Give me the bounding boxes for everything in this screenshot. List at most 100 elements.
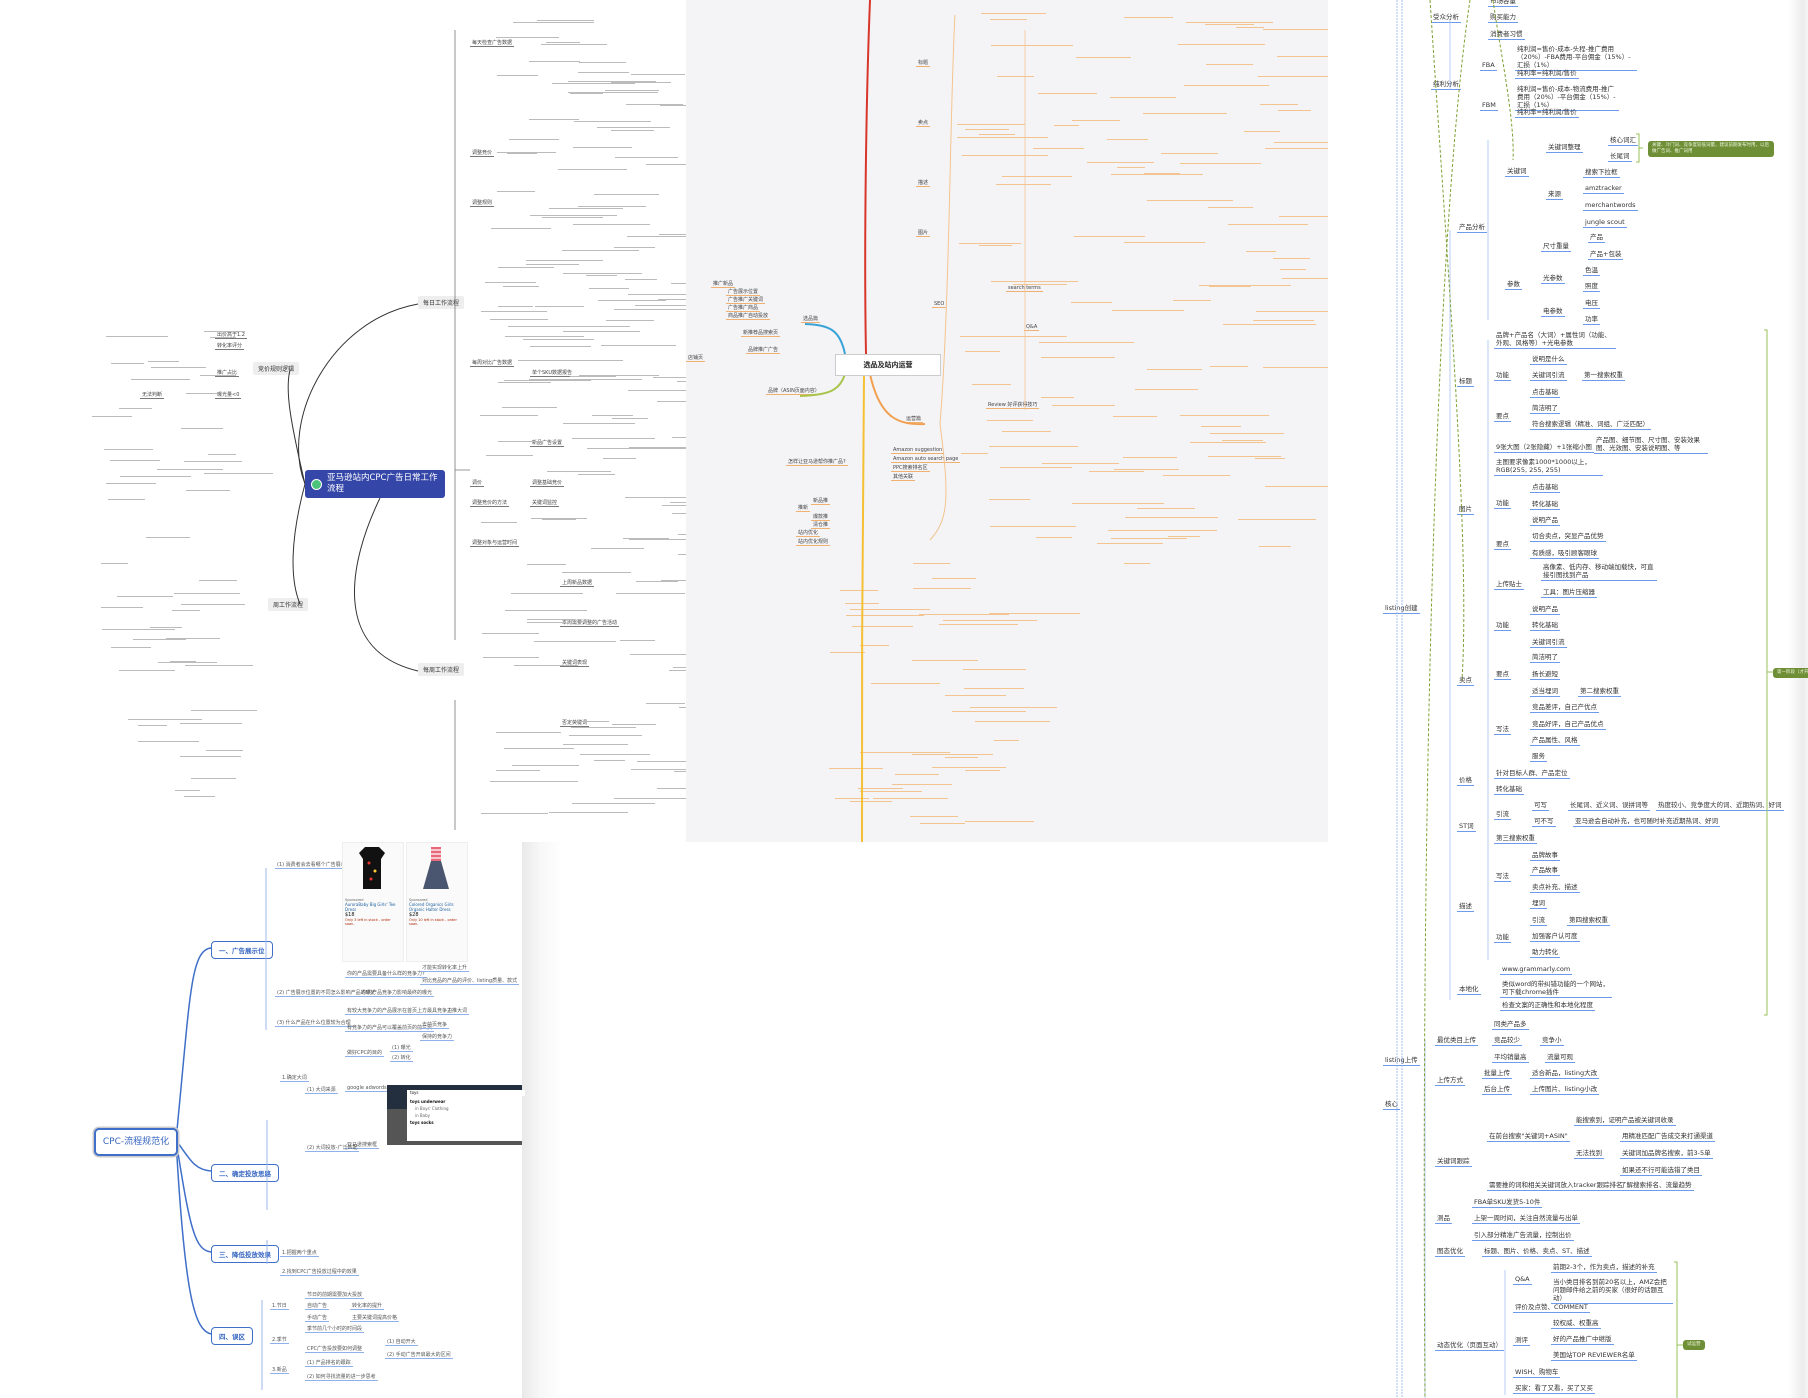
mindmap-node[interactable]: 去前页竞争 xyxy=(420,1022,450,1029)
mindmap-node[interactable]: 第四搜索权重 xyxy=(1567,916,1610,926)
branch-node[interactable]: 一、广告展示位 xyxy=(211,941,273,959)
search-input[interactable]: toys xyxy=(407,1090,525,1096)
mindmap-node[interactable]: FBA单SKU发货5-10件 xyxy=(1472,1198,1543,1208)
mindmap-node[interactable]: WISH、购物车 xyxy=(1513,1368,1561,1378)
mindmap-node[interactable]: 调价 xyxy=(470,480,485,487)
mindmap-node[interactable]: 要点 xyxy=(1494,540,1511,550)
mindmap-node[interactable]: 季节前几个小时的时间段 xyxy=(305,1326,365,1333)
mindmap-node[interactable]: 关键词加品牌名搜索，前3-5单 xyxy=(1620,1149,1713,1159)
mindmap-node[interactable]: Amazon auto search page xyxy=(891,456,961,463)
mindmap-node[interactable]: 扬长避短 xyxy=(1530,670,1560,680)
mindmap-node[interactable]: 市场容量 xyxy=(1488,0,1518,7)
mindmap-node[interactable]: 关键词监控 xyxy=(530,500,560,507)
mindmap-node[interactable]: FBA xyxy=(1480,61,1497,71)
mindmap-node[interactable]: 引入部分精准广告流量，控制出价 xyxy=(1472,1231,1574,1241)
root-node-cpc-process[interactable]: CPC-流程规范化 xyxy=(94,1128,178,1156)
mindmap-node[interactable]: 后台上传 xyxy=(1482,1085,1512,1095)
mindmap-node[interactable]: 无法找到 xyxy=(1574,1149,1604,1159)
product-card[interactable]: Sponsored Colored Organics Girls Organic… xyxy=(406,842,468,962)
mindmap-node[interactable]: 标题 xyxy=(1457,377,1474,387)
product-title-link[interactable]: AuroraBaby Big Girls' Tee Dress xyxy=(345,902,396,912)
mindmap-node[interactable]: 9张大图（2张隐藏）+1张缩小图 xyxy=(1494,443,1594,453)
mindmap-node[interactable]: 关键词跟踪 xyxy=(1435,1157,1472,1167)
mindmap-node[interactable]: 流量可观 xyxy=(1545,1053,1575,1063)
mindmap-node[interactable]: 本地化 xyxy=(1457,985,1481,995)
mindmap-node[interactable]: 站内优化规则 xyxy=(796,539,831,546)
mindmap-node[interactable]: 参数 xyxy=(1505,280,1522,290)
mindmap-node[interactable]: 节日的前期需要加大投放 xyxy=(305,1292,365,1299)
mindmap-node[interactable]: 高像素、低内存、移动端加载快，可直接引图找到产品 xyxy=(1541,563,1657,581)
mindmap-node[interactable]: 消费者习惯 xyxy=(1488,30,1525,40)
branch-node[interactable]: 选品篇 xyxy=(801,316,821,323)
suggestion-item[interactable]: toys socks xyxy=(410,1120,434,1125)
mindmap-node[interactable]: 加强客户认可度 xyxy=(1530,932,1580,942)
mindmap-node[interactable]: 功能 xyxy=(1494,371,1511,381)
mindmap-node[interactable]: 3.新品 xyxy=(270,1367,289,1374)
mindmap-node[interactable]: 适合新品，listing大改 xyxy=(1530,1069,1600,1079)
mindmap-node[interactable]: 产品属性、风格 xyxy=(1530,736,1580,746)
suggestion-item[interactable]: in Baby xyxy=(415,1113,431,1118)
mindmap-node[interactable]: 转化率的提升 xyxy=(350,1303,385,1310)
product-title-link[interactable]: Colored Organics Girls Organic Halter Dr… xyxy=(409,902,454,912)
mindmap-node[interactable]: (2) 转化 xyxy=(390,1055,413,1062)
mindmap-node[interactable]: 针对目标人群、产品定位 xyxy=(1494,769,1570,779)
mindmap-node[interactable]: 竞争小 xyxy=(1540,1036,1564,1046)
mindmap-node[interactable]: 纯利率=纯利润/售价 xyxy=(1515,69,1579,79)
mindmap-node[interactable]: 热度较小、竞争度大的词、近期热词、好词 xyxy=(1656,801,1784,811)
mindmap-node[interactable]: 亚马逊搜索框 xyxy=(345,1142,380,1149)
mindmap-node[interactable]: 可不写 xyxy=(1532,817,1556,827)
mindmap-node[interactable]: 批量上传 xyxy=(1482,1069,1512,1079)
mindmap-node[interactable]: 纯利润=售价-成本-物流费用-推广费用（20%）-平台佣金（15%）-汇损（1%… xyxy=(1515,85,1619,111)
mindmap-node[interactable]: 说明产品 xyxy=(1530,605,1560,615)
mindmap-node[interactable]: 色温 xyxy=(1583,266,1600,276)
mindmap-node[interactable]: 图片 xyxy=(916,230,931,237)
mindmap-node[interactable]: 推广占比 xyxy=(215,370,240,377)
mindmap-node[interactable]: 上传图片、listing小改 xyxy=(1530,1085,1600,1095)
mindmap-node[interactable]: 搜索下拉框 xyxy=(1583,168,1620,178)
stage-tag[interactable]: 第一阶段（才开始） xyxy=(1773,668,1808,678)
mindmap-node[interactable]: 美国站TOP REVIEWER名单 xyxy=(1551,1351,1637,1361)
mindmap-node[interactable]: 纯利率=纯利润/售价 xyxy=(1515,108,1579,118)
mindmap-node[interactable]: 自动广告 xyxy=(305,1303,330,1310)
mindmap-node[interactable]: 竞品差评，自己产优点 xyxy=(1530,703,1599,713)
mindmap-node[interactable]: 关键词整理 xyxy=(1546,143,1583,153)
mindmap-node[interactable]: 说明产品 xyxy=(1530,516,1560,526)
mindmap-node[interactable]: 广告推广关键词 xyxy=(726,297,766,304)
product-card[interactable]: Sponsored AuroraBaby Big Girls' Tee Dres… xyxy=(342,842,404,962)
mindmap-node[interactable]: (1) 大词来源 xyxy=(305,1087,338,1094)
mindmap-node[interactable]: 卖点 xyxy=(916,120,931,127)
mindmap-node[interactable]: SEO xyxy=(932,301,947,308)
mindmap-node[interactable]: 了解搜索排名、流量趋势 xyxy=(1618,1181,1694,1191)
suggestion-item[interactable]: in Boys' Clothing xyxy=(415,1106,449,1111)
mindmap-node[interactable]: 清仓推 xyxy=(811,522,831,529)
mindmap-node[interactable]: (2) 广告展示位置的不同怎么影响产品的曝光 xyxy=(275,990,378,997)
mindmap-node[interactable]: 才能实现转化率上升 xyxy=(420,965,470,972)
mindmap-node[interactable]: 如果还不行可能选错了类目 xyxy=(1620,1166,1702,1176)
mindmap-node[interactable]: 测品 xyxy=(1435,1214,1452,1224)
mindmap-node[interactable]: jungle scout xyxy=(1583,218,1627,228)
mindmap-node[interactable]: 转化基础 xyxy=(1494,785,1524,795)
mindmap-node[interactable]: 核心词汇 xyxy=(1608,136,1638,146)
mindmap-node[interactable]: 长尾词、近义词、误拼词等 xyxy=(1568,801,1650,811)
mindmap-node[interactable]: 同类产品多 xyxy=(1492,1020,1529,1030)
mindmap-node[interactable]: 推新 xyxy=(796,505,811,512)
mindmap-node[interactable]: 新品推 xyxy=(811,498,831,505)
mindmap-node[interactable]: 第一搜索权重 xyxy=(1582,371,1625,381)
mindmap-node[interactable]: 引流 xyxy=(1494,810,1511,820)
mindmap-node[interactable]: 品牌故事 xyxy=(1530,851,1560,861)
mindmap-node[interactable]: 标题、图片、价格、卖点、ST、描述 xyxy=(1482,1247,1592,1257)
branch-node[interactable]: 四、误区 xyxy=(211,1327,253,1345)
mindmap-node[interactable]: 转化率评分 xyxy=(215,343,245,350)
mindmap-node[interactable]: 竞品好评，自己产品优点 xyxy=(1530,720,1606,730)
mindmap-node[interactable]: (3) 什么产品在什么位置较为合理 xyxy=(275,1020,353,1027)
mindmap-node[interactable]: 关键词 xyxy=(1505,167,1529,177)
mindmap-node[interactable]: 商品推广自动投放 xyxy=(726,313,771,320)
mindmap-node[interactable]: 有较大竞争力的产品展示在首页上方最具竞争力 xyxy=(345,1008,455,1015)
mindmap-node[interactable]: 功能 xyxy=(1494,499,1511,509)
mindmap-node[interactable]: 在前台搜索"关键词+ASIN" xyxy=(1487,1132,1570,1142)
root-node-cpc-daily-workflow[interactable]: 亚马逊站内CPC广告日常工作流程 xyxy=(305,470,445,498)
mindmap-node[interactable]: 功率 xyxy=(1583,315,1600,325)
mindmap-node[interactable]: 新推荐品搜索页 xyxy=(741,330,781,337)
mindmap-node[interactable]: 适当埋词 xyxy=(1530,687,1560,697)
mindmap-node[interactable]: 2.找到CPC广告投放过程中的效果 xyxy=(280,1269,359,1276)
